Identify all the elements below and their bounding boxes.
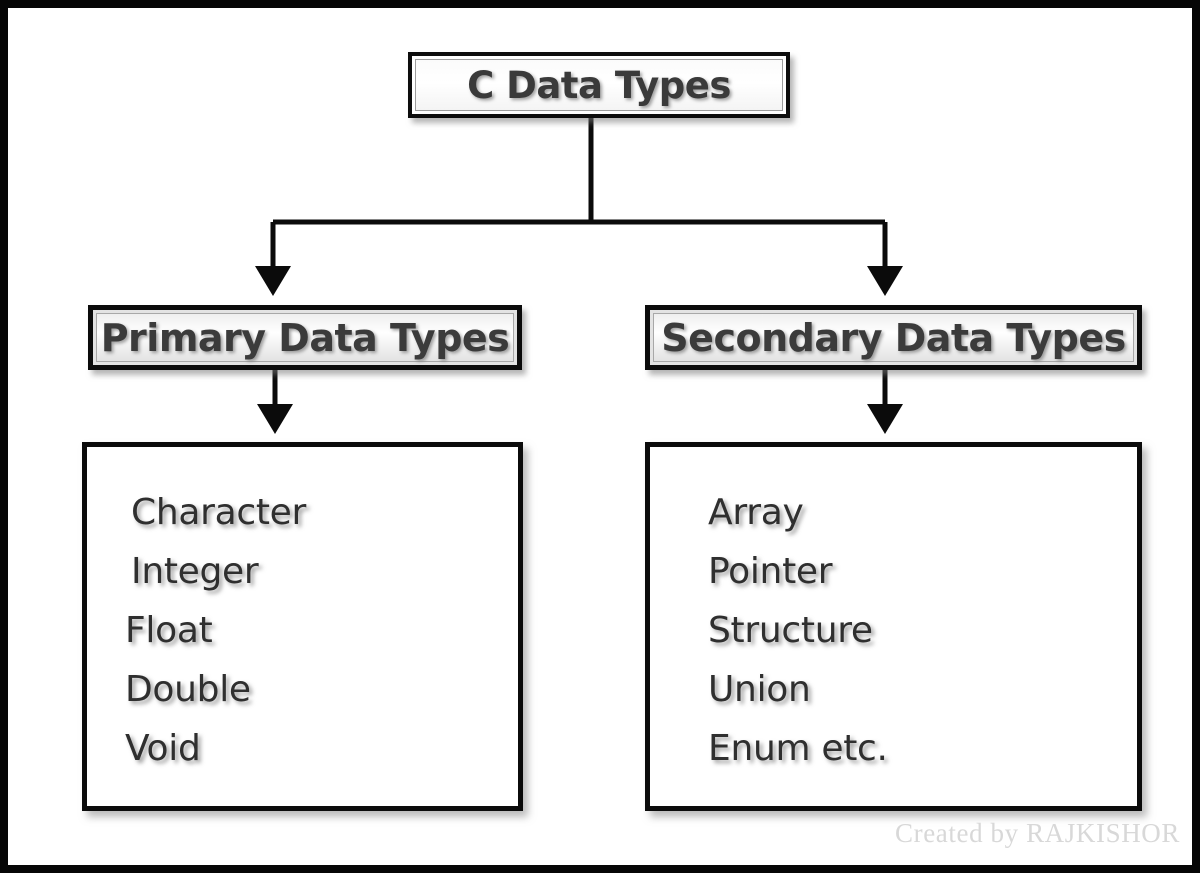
- primary-node-label: Primary Data Types: [100, 315, 510, 360]
- list-item: Structure: [708, 610, 873, 651]
- arrowhead-to-secondary: [867, 266, 903, 296]
- root-node-c-data-types[interactable]: C Data Types: [408, 52, 790, 118]
- list-item: Float: [125, 610, 213, 651]
- node-primary-data-types[interactable]: Primary Data Types: [88, 305, 522, 370]
- list-item: Void: [125, 728, 201, 769]
- node-secondary-data-types[interactable]: Secondary Data Types: [645, 305, 1142, 370]
- list-item: Union: [708, 669, 811, 710]
- list-item: Integer: [131, 551, 259, 592]
- arrowhead-to-secondary-panel: [867, 404, 903, 434]
- root-node-label: C Data Types: [467, 63, 731, 107]
- list-item: Double: [125, 669, 251, 710]
- panel-secondary-data-types: Array Pointer Structure Union Enum etc.: [645, 442, 1142, 811]
- arrowhead-to-primary: [255, 266, 291, 296]
- list-item: Character: [131, 492, 307, 533]
- list-item: Array: [708, 492, 804, 533]
- secondary-node-label: Secondary Data Types: [661, 315, 1126, 360]
- watermark-credit: Created by RAJKISHOR: [895, 818, 1180, 848]
- list-item: Pointer: [708, 551, 833, 592]
- primary-type-list: Character Integer Float Double Void: [125, 483, 510, 802]
- panel-primary-data-types: Character Integer Float Double Void: [82, 442, 523, 811]
- arrowhead-to-primary-panel: [257, 404, 293, 434]
- list-item: Enum etc.: [708, 728, 888, 769]
- secondary-type-list: Array Pointer Structure Union Enum etc.: [708, 483, 1129, 802]
